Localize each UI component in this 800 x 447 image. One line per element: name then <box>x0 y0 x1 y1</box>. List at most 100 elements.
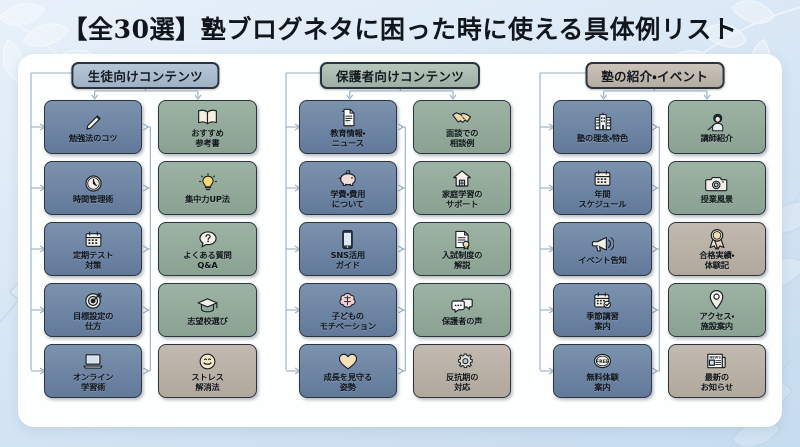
topic-card[interactable]: ストレス 解消法 <box>158 344 257 398</box>
laptop-icon <box>82 351 104 372</box>
smartphone-icon <box>340 229 355 250</box>
topic-card-label: SNS活用 ガイド <box>330 249 366 270</box>
topic-card[interactable]: 目標設定の 仕方 <box>44 283 143 337</box>
topic-card[interactable]: 時間管理術 <box>44 161 143 215</box>
topic-card[interactable]: 季節講習 案内 <box>553 283 652 337</box>
topic-card-label: 集中力UP法 <box>185 193 230 204</box>
column-students: 生徒向けコンテンツ勉強法のコツおすすめ 参考書時間管理術 集中力UP法定期テスト … <box>18 54 273 427</box>
topic-card-label: ストレス 解消法 <box>191 371 224 392</box>
topic-card-label: 面談での 相談例 <box>445 127 479 148</box>
card-grid-guardians: 教育情報・ ニュース 面談での 相談例学費・費用 について 家庭学習の サポート SN… <box>273 100 528 398</box>
column-header-label: 保護者向けコンテンツ <box>335 69 465 84</box>
teacher-icon <box>706 112 727 133</box>
topic-card-label: オンライン 学習術 <box>72 371 114 392</box>
topic-card-label: 最新の お知らせ <box>700 371 733 392</box>
topic-card[interactable]: 学費・費用 について <box>298 161 397 215</box>
speech-bubble-icon <box>450 295 474 316</box>
topic-card-label: 保護者の声 <box>441 315 483 326</box>
topic-card-label: 季節講習 案内 <box>586 310 619 331</box>
topic-card[interactable]: イベント告知 <box>553 222 652 276</box>
content-panel <box>18 54 782 427</box>
column-header-label: 塾の紹介・イベント <box>601 69 709 84</box>
question-bubble-icon <box>197 229 219 250</box>
column-header-label: 生徒向けコンテンツ <box>87 69 203 84</box>
heart-icon <box>337 351 359 372</box>
topic-card-label: おすすめ 参考書 <box>191 127 224 148</box>
topic-card[interactable]: NEWS 最新の お知らせ <box>667 344 767 398</box>
clock-icon <box>83 173 104 194</box>
certificate-icon <box>452 229 472 250</box>
award-ribbon-icon <box>707 229 727 251</box>
smiley-face-icon <box>197 351 218 372</box>
pencil-icon <box>83 112 104 133</box>
brain-icon <box>336 290 359 311</box>
topic-card-label: 合格実績・ 体験記 <box>699 249 735 270</box>
column-header-students[interactable]: 生徒向けコンテンツ <box>71 62 219 89</box>
topic-card[interactable]: 勉強法のコツ <box>44 100 143 154</box>
topic-card[interactable]: 入試制度の 解説 <box>413 222 512 276</box>
topic-card-label: 教育情報・ ニュース <box>330 127 366 148</box>
target-icon <box>83 290 104 311</box>
topic-card[interactable]: 保護者の声 <box>413 283 512 337</box>
topic-card[interactable]: 集中力UP法 <box>158 161 257 215</box>
topic-card[interactable]: オンライン 学習術 <box>44 344 143 398</box>
topic-card-label: 学費・費用 について <box>330 188 366 209</box>
columns-container: 生徒向けコンテンツ勉強法のコツおすすめ 参考書時間管理術 集中力UP法定期テスト … <box>18 54 782 427</box>
topic-card[interactable]: 講師紹介 <box>667 100 767 154</box>
piggy-bank-icon <box>337 168 359 189</box>
topic-card-label: 時間管理術 <box>72 193 114 204</box>
newspaper-icon: NEWS <box>705 351 728 372</box>
calendar-icon <box>83 229 104 250</box>
topic-card-label: よくある質問 Q&A <box>183 249 232 270</box>
svg-text:FREE: FREE <box>596 360 609 366</box>
topic-card-label: 志望校選び <box>187 315 228 326</box>
camera-icon <box>705 173 728 194</box>
topic-card-label: 家庭学習の サポート <box>441 188 483 209</box>
column-school: 塾の紹介・イベント塾の理念・特色講師紹介年間 スケジュール 授業風景イベント告知合… <box>527 54 782 427</box>
topic-card[interactable]: 合格実績・ 体験記 <box>667 222 767 276</box>
lightbulb-icon <box>198 173 218 194</box>
card-grid-school: 塾の理念・特色講師紹介年間 スケジュール 授業風景イベント告知合格実績・ 体験記季… <box>527 100 782 398</box>
connector-lines-guardians <box>285 72 457 375</box>
topic-card[interactable]: 家庭学習の サポート <box>413 161 512 215</box>
free-badge-icon: FREE <box>591 351 614 372</box>
topic-card-label: 定期テスト 対策 <box>72 249 114 270</box>
page-title-container: 【全30選】塾ブログネタに困った時に使える具体例リスト <box>0 6 800 50</box>
topic-card[interactable]: 面談での 相談例 <box>413 100 512 154</box>
topic-card[interactable]: SNS活用 ガイド <box>298 222 397 276</box>
house-icon <box>451 168 473 189</box>
topic-card-label: 目標設定の 仕方 <box>72 310 114 331</box>
topic-card-label: 講師紹介 <box>700 132 734 143</box>
building-icon <box>592 112 614 133</box>
topic-card-label: 反抗期の 対応 <box>445 371 479 392</box>
calendar-icon <box>592 168 613 189</box>
topic-card[interactable]: FREE 無料体験 案内 <box>553 344 652 398</box>
column-header-guardians[interactable]: 保護者向けコンテンツ <box>319 62 481 89</box>
topic-card[interactable]: 年間 スケジュール <box>553 161 652 215</box>
column-guardians: 保護者向けコンテンツ教育情報・ ニュース 面談での 相談例学費・費用 について 家庭… <box>273 54 528 427</box>
page-title: 【全30選】塾ブログネタに困った時に使える具体例リスト <box>62 15 738 44</box>
topic-card[interactable]: 子どもの モチベーション <box>298 283 397 337</box>
handshake-icon <box>451 107 474 128</box>
topic-card[interactable]: 反抗期の 対応 <box>413 344 512 398</box>
topic-card[interactable]: アクセス・ 施設案内 <box>667 283 767 337</box>
topic-card[interactable]: 教育情報・ ニュース <box>298 100 397 154</box>
topic-card[interactable]: おすすめ 参考書 <box>158 100 257 154</box>
document-icon <box>338 107 358 128</box>
topic-card[interactable]: よくある質問 Q&A <box>158 222 257 276</box>
topic-card[interactable]: 授業風景 <box>667 161 767 215</box>
topic-card[interactable]: 塾の理念・特色 <box>553 100 652 154</box>
topic-card[interactable]: 志望校選び <box>158 283 257 337</box>
topic-card-label: 子どもの モチベーション <box>319 310 377 331</box>
map-pin-icon <box>707 290 726 311</box>
svg-text:NEWS: NEWS <box>710 356 722 360</box>
topic-card-label: 年間 スケジュール <box>578 188 627 209</box>
card-grid-students: 勉強法のコツおすすめ 参考書時間管理術 集中力UP法定期テスト 対策 よくある質問 … <box>18 100 273 398</box>
topic-card-label: 授業風景 <box>700 193 734 204</box>
topic-card-label: 無料体験 案内 <box>586 371 619 392</box>
topic-card[interactable]: 定期テスト 対策 <box>44 222 143 276</box>
open-book-icon <box>196 107 219 128</box>
topic-card-label: 入試制度の 解説 <box>441 249 483 270</box>
column-header-school[interactable]: 塾の紹介・イベント <box>585 62 725 89</box>
topic-card[interactable]: 成長を見守る 姿勢 <box>298 344 397 398</box>
